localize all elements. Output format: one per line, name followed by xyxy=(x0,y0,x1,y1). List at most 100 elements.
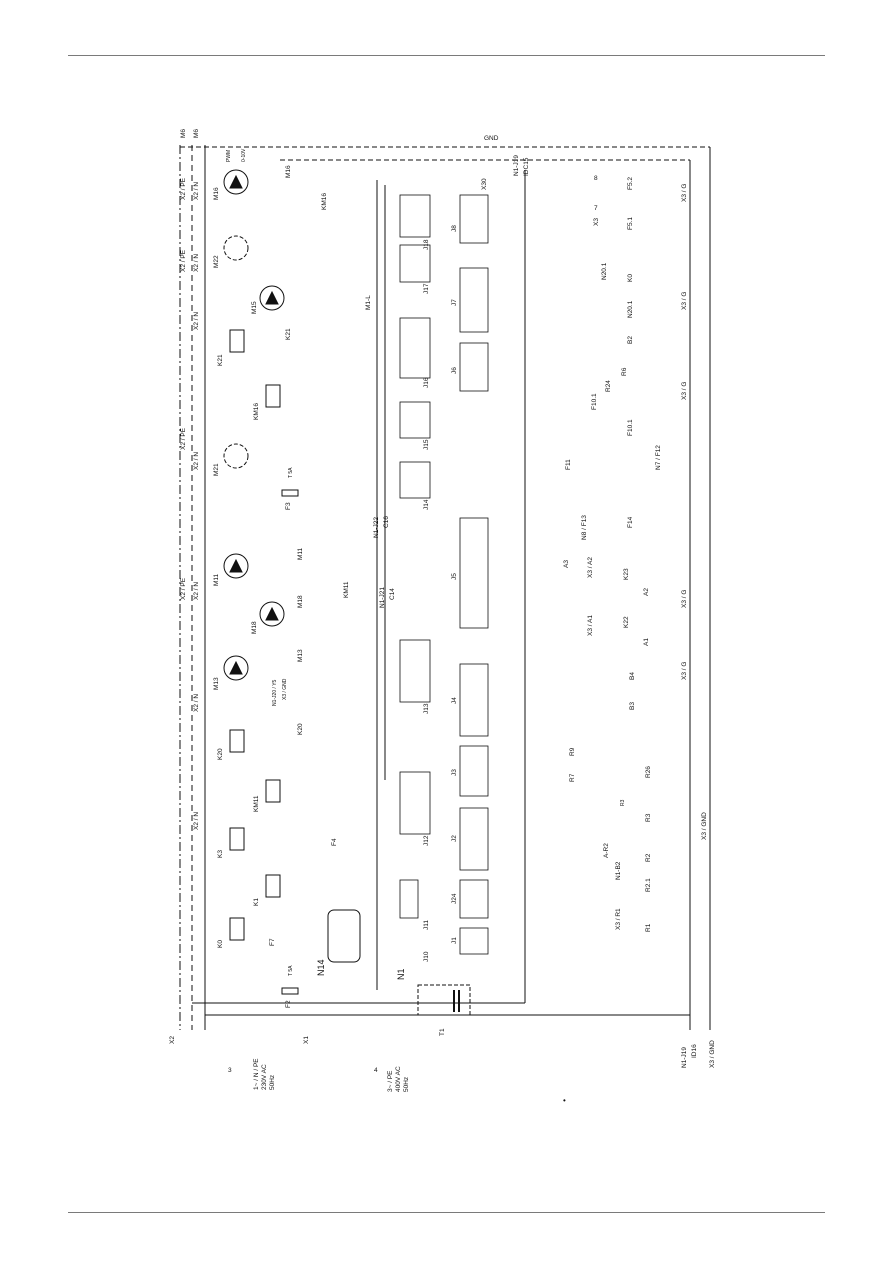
n1b2-label: N1-B2 xyxy=(615,861,622,880)
k21-b: K21 xyxy=(217,354,224,366)
k20-a: K20 xyxy=(297,723,304,735)
j8-block xyxy=(459,194,489,244)
j4-label: J4 xyxy=(451,697,458,704)
k22-label: K22 xyxy=(623,616,630,628)
j12-label: J12 xyxy=(423,835,430,846)
x2-desc-1: 1~ / N / PE xyxy=(253,1058,260,1090)
n1j20-label: N1-J20 / Y5 xyxy=(272,679,278,706)
a1-label: A1 xyxy=(643,638,650,646)
j16-label: J16 xyxy=(423,377,430,388)
j11-block xyxy=(399,879,419,919)
t1-label: T1 xyxy=(439,1028,446,1036)
x3g-5: X3 / G xyxy=(681,662,688,680)
x2n-5: X2 / N xyxy=(193,582,200,600)
x2n-2: X2 / N xyxy=(193,254,200,272)
j17-label: J17 xyxy=(423,283,430,294)
j8-label: J8 xyxy=(451,225,458,232)
b3-label: B3 xyxy=(629,702,636,710)
j15-label: J15 xyxy=(423,439,430,450)
km11-b: KM11 xyxy=(253,795,260,812)
v010-top: 0-10V xyxy=(241,148,247,162)
n201-b: N20.1 xyxy=(627,300,634,318)
j5-block xyxy=(459,517,489,629)
r26-label: R26 xyxy=(645,766,652,778)
x2-desc-2: 230V AC xyxy=(261,1064,268,1090)
m16-label: M16 xyxy=(213,187,220,200)
page-bullet: • xyxy=(563,1096,566,1105)
a3-label: A3 xyxy=(563,560,570,568)
j13-label: J13 xyxy=(423,703,430,714)
n8f13-label: N8 / F13 xyxy=(581,515,588,540)
f11-label: F11 xyxy=(565,459,572,470)
x2pe-3: X2 / PE xyxy=(180,427,187,450)
k3-label: K3 xyxy=(217,850,224,858)
r24-label: R24 xyxy=(605,380,612,392)
n201-a: N20.1 xyxy=(601,262,608,280)
k0-label: K0 xyxy=(217,940,224,948)
f3-value: T 5A xyxy=(288,467,294,478)
r9-label: R9 xyxy=(569,747,576,756)
n1j19-b: N1-J19 xyxy=(681,1047,688,1068)
j3-label: J3 xyxy=(451,769,458,776)
f3-label: F3 xyxy=(285,502,292,510)
x2n-6: X2 / N xyxy=(193,694,200,712)
j11-label: J11 xyxy=(423,920,430,930)
r3-a: R3 xyxy=(620,799,626,806)
x3-7: 7 xyxy=(594,205,598,212)
x3a2-label: X3 / A2 xyxy=(587,557,594,578)
m15-label: M15 xyxy=(251,301,258,314)
k21-a: K21 xyxy=(285,328,292,340)
idc15-label: IDC15 xyxy=(523,157,530,176)
n1-label: N1 xyxy=(396,968,406,980)
x2pe-2: X2 / PE xyxy=(180,249,187,272)
m11-label: M11 xyxy=(213,573,220,586)
n7f12-label: N7 / F12 xyxy=(655,445,662,470)
m11-tag: M11 xyxy=(297,547,304,560)
id16-label: ID16 xyxy=(691,1044,698,1058)
m16-tag: M16 xyxy=(285,165,292,178)
k20-b: K20 xyxy=(217,748,224,760)
j16-block xyxy=(399,317,431,379)
x3gnd-b: X3 / GND xyxy=(709,1040,716,1068)
m18-tag: M18 xyxy=(297,595,304,608)
km16-b: KM16 xyxy=(253,403,260,420)
km16-a: KM16 xyxy=(321,193,328,210)
j24-label: J24 xyxy=(451,893,458,904)
x3-8: 8 xyxy=(594,175,598,182)
j13-block xyxy=(399,639,431,703)
pwm-top: PWM xyxy=(226,150,232,162)
j2-label: J2 xyxy=(451,835,458,842)
m6-b: M6 xyxy=(193,129,200,138)
f2-value: T 5A xyxy=(288,965,294,976)
f14-label: F14 xyxy=(627,516,634,528)
j1-block xyxy=(459,927,489,955)
n14-label: N14 xyxy=(316,959,326,976)
j4-block xyxy=(459,663,489,737)
f101-a: F10.1 xyxy=(591,393,598,410)
x1-cable: 4 xyxy=(374,1067,378,1074)
x2n-3: X2 / N xyxy=(193,312,200,330)
c16-label: C16 xyxy=(383,516,390,528)
j10-label: J10 xyxy=(423,951,430,962)
x3g-3: X3 / G xyxy=(681,382,688,400)
r7-label: R7 xyxy=(569,773,576,782)
x30-label: X30 xyxy=(481,178,488,190)
j6-block xyxy=(459,342,489,392)
m13-label: M13 xyxy=(213,677,220,690)
x1-desc-3: 50Hz xyxy=(403,1077,410,1092)
x2n-4: X2 / N xyxy=(193,452,200,470)
f52-label: F5.2 xyxy=(627,177,634,190)
x2pe-1: X2 / PE xyxy=(180,177,187,200)
x2n-7: X2 / N xyxy=(193,812,200,830)
j12-block xyxy=(399,771,431,835)
x3-a: X3 xyxy=(593,218,600,226)
j5-label: J5 xyxy=(451,573,458,580)
j17-block xyxy=(399,244,431,283)
j1-label: J1 xyxy=(451,937,458,944)
m6-a: M6 xyxy=(180,129,187,138)
m13-tag: M13 xyxy=(297,649,304,662)
j7-label: J7 xyxy=(451,299,458,306)
ar2-label: A-R2 xyxy=(603,843,610,858)
header-rule xyxy=(68,55,825,56)
